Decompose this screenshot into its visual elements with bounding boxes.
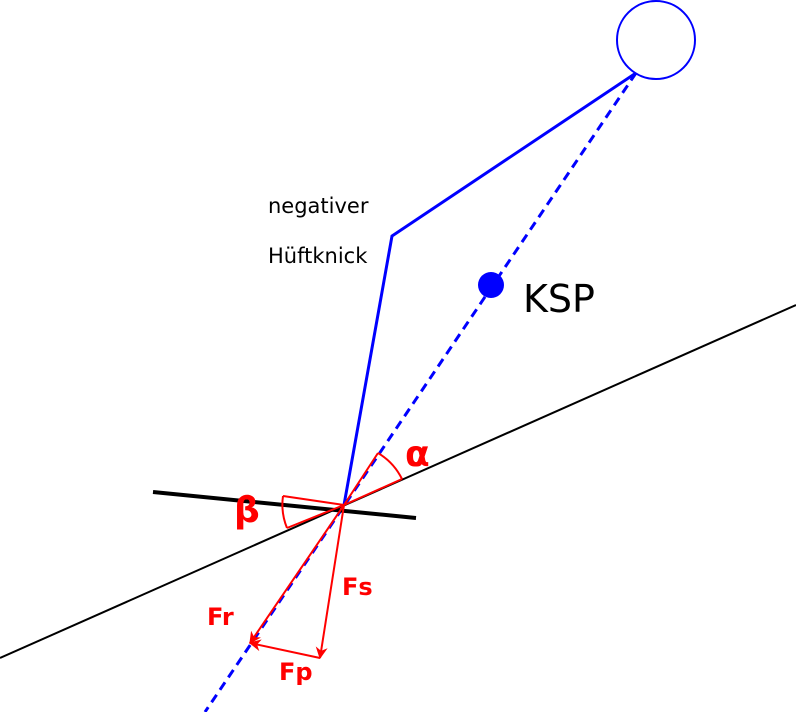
body-line	[342, 71, 637, 506]
alpha-angle	[343, 452, 403, 506]
force-resultant-arrow	[249, 504, 345, 644]
beta-angle	[281, 495, 345, 529]
force-p-arrow	[248, 639, 321, 659]
beta-label: β	[234, 490, 260, 531]
force-s-arrow	[315, 504, 345, 660]
head-circle	[616, 0, 696, 80]
alpha-label: α	[405, 434, 430, 475]
ski-line	[152, 490, 417, 520]
centerline-dashed	[203, 72, 638, 712]
hip-label-line2: Hüftknick	[268, 244, 368, 268]
center-of-mass-dot	[478, 272, 504, 298]
force-s-label: Fs	[342, 573, 373, 601]
hip-label-line1: negativer	[268, 194, 369, 218]
center-of-mass-label: KSP	[523, 277, 595, 321]
force-p-label: Fp	[279, 658, 313, 686]
force-resultant-label: Fr	[207, 603, 234, 631]
